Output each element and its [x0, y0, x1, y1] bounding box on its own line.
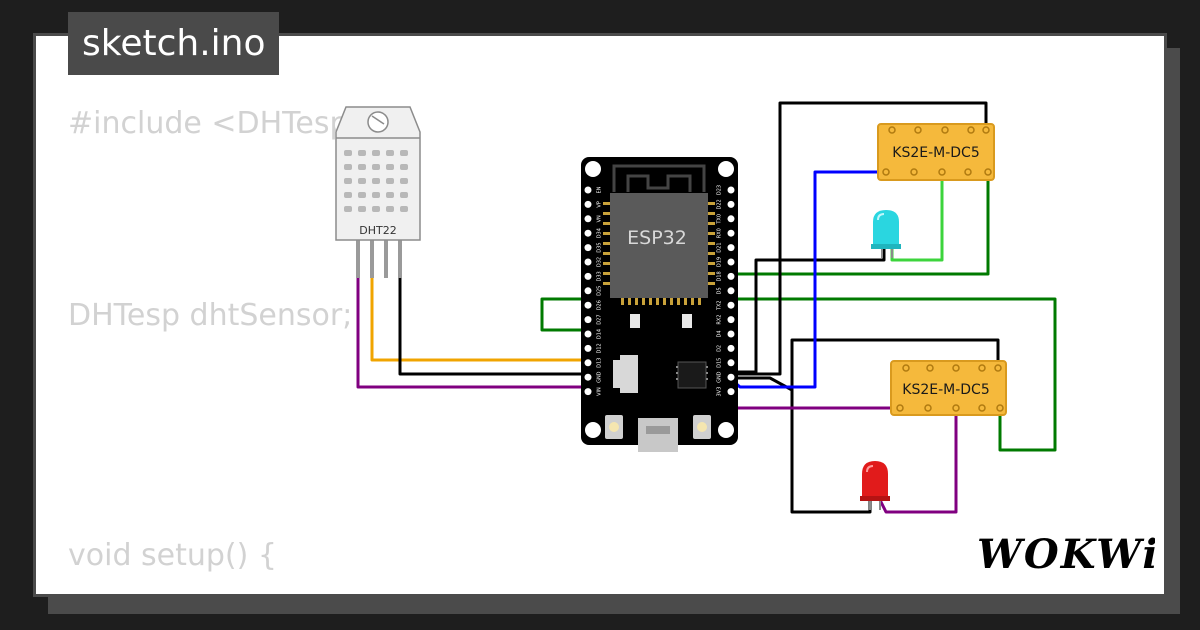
esp32-pin-label-left-vin: VIN [597, 387, 603, 396]
wokwi-logo: WOKWi [977, 531, 1155, 578]
esp32-pin-left-d13[interactable] [584, 359, 592, 367]
esp32-pin-right-d5[interactable] [727, 287, 735, 295]
esp32-pin-label-left-en: EN [597, 186, 603, 193]
esp32-pin-label-right-d22: D22 [717, 199, 723, 209]
relay-1[interactable]: KS2E-M-DC5 [877, 123, 995, 181]
wire-dht-vcc [356, 278, 588, 389]
esp32-pin-right-rx2[interactable] [727, 316, 735, 324]
esp32-pin-label-left-d13: D13 [597, 358, 603, 368]
wire-dht-gnd [398, 278, 588, 376]
esp32-pin-left-d25[interactable] [584, 287, 592, 295]
relay-2-label: KS2E-M-DC5 [902, 382, 989, 398]
esp32-pin-right-d18[interactable] [727, 272, 735, 280]
wire-black-relay2 [732, 338, 1000, 392]
esp32-pin-label-left-gnd: GND [597, 371, 603, 383]
esp32-pin-right-3v3[interactable] [727, 388, 735, 396]
esp32-pin-right-d23[interactable] [727, 186, 735, 194]
esp32-pin-label-right-d23: D23 [717, 185, 723, 195]
esp32-pin-right-rx0[interactable] [727, 229, 735, 237]
esp32-pin-left-vin[interactable] [584, 388, 592, 396]
esp32-pin-right-tx2[interactable] [727, 301, 735, 309]
file-tab[interactable]: sketch.ino [68, 12, 280, 75]
esp32-pin-right-d4[interactable] [727, 330, 735, 338]
relay-2[interactable]: KS2E-M-DC5 [890, 360, 1007, 416]
esp32-pin-right-tx0[interactable] [727, 215, 735, 223]
esp32-pin-left-d14[interactable] [584, 330, 592, 338]
esp32-pin-label-left-d27: D27 [597, 314, 603, 324]
esp32-pin-left-vp[interactable] [584, 200, 592, 208]
esp32-pin-right-d21[interactable] [727, 244, 735, 252]
esp32-pin-left-d33[interactable] [584, 272, 592, 280]
esp32-pin-label-right-tx0: TX0 [717, 214, 723, 225]
esp32-pin-left-vn[interactable] [584, 215, 592, 223]
esp32-pin-label-left-d33: D33 [597, 271, 603, 281]
relay-1-label: KS2E-M-DC5 [892, 145, 979, 161]
esp32-pin-left-gnd[interactable] [584, 373, 592, 381]
esp32-pin-left-d34[interactable] [584, 229, 592, 237]
esp32-pin-label-right-d2: D2 [717, 345, 723, 352]
dht22-sensor[interactable]: DHT22 [335, 106, 421, 278]
wire-purple-led2 [878, 412, 958, 514]
wire-purple-relay2 [730, 390, 895, 410]
code-line-declaration: DHTesp dhtSensor; [68, 298, 353, 333]
esp32-pin-label-left-d26: D26 [597, 300, 603, 310]
esp32-pin-label-left-vp: VP [597, 201, 603, 207]
esp32-pin-right-d22[interactable] [727, 200, 735, 208]
esp32-pin-label-right-d18: D18 [717, 271, 723, 281]
code-line-include: #include <DHTesp [68, 106, 349, 141]
esp32-pin-label-left-d35: D35 [597, 242, 603, 252]
esp32-pin-label-left-d32: D32 [597, 257, 603, 267]
esp32-pin-label-right-d19: D19 [717, 257, 723, 267]
svg-text:WOKWi: WOKWi [977, 531, 1155, 578]
wire-blue [731, 170, 880, 389]
esp32-board[interactable]: ESP32 ENVPVND34D35D32D33D25D26D27D14D12D… [581, 157, 738, 452]
wire-green-relay1 [732, 172, 990, 276]
esp32-pin-right-gnd[interactable] [727, 373, 735, 381]
esp32-pin-left-d35[interactable] [584, 244, 592, 252]
esp32-pin-label-right-d5: D5 [717, 287, 723, 294]
esp32-pin-label-right-d4: D4 [717, 330, 723, 337]
code-line-setup: void setup() { [68, 538, 277, 573]
dht22-label: DHT22 [359, 224, 396, 237]
wire-black-relay1 [732, 101, 988, 376]
esp32-pin-label-right-rx2: RX2 [717, 315, 723, 325]
esp32-pin-left-en[interactable] [584, 186, 592, 194]
esp32-pin-label-right-gnd: GND [717, 371, 723, 383]
led-red[interactable] [860, 461, 890, 510]
esp32-pin-right-d2[interactable] [727, 344, 735, 352]
esp32-pin-label-left-d34: D34 [597, 228, 603, 238]
led-cyan[interactable] [871, 210, 901, 258]
esp32-pin-label-right-rx0: RX0 [717, 228, 723, 238]
wire-dht-data [370, 278, 588, 362]
esp32-pin-left-d26[interactable] [584, 301, 592, 309]
esp32-pin-right-d15[interactable] [727, 359, 735, 367]
esp32-pin-label-right-d21: D21 [717, 242, 723, 252]
wire-green-d14 [540, 297, 1057, 452]
esp32-label: ESP32 [627, 227, 687, 249]
wire-black-led1 [732, 247, 886, 374]
esp32-pin-label-left-d25: D25 [597, 286, 603, 296]
esp32-pin-label-right-d15: D15 [717, 358, 723, 368]
esp32-pin-left-d12[interactable] [584, 344, 592, 352]
esp32-pin-left-d32[interactable] [584, 258, 592, 266]
esp32-pin-label-left-vn: VN [597, 215, 603, 222]
esp32-pin-left-d27[interactable] [584, 316, 592, 324]
esp32-pin-right-d19[interactable] [727, 258, 735, 266]
esp32-pin-label-right-tx2: TX2 [717, 300, 723, 311]
esp32-pin-label-left-d12: D12 [597, 343, 603, 353]
esp32-pin-label-right-3v3: 3V3 [717, 387, 723, 397]
esp32-pin-label-left-d14: D14 [597, 329, 603, 339]
